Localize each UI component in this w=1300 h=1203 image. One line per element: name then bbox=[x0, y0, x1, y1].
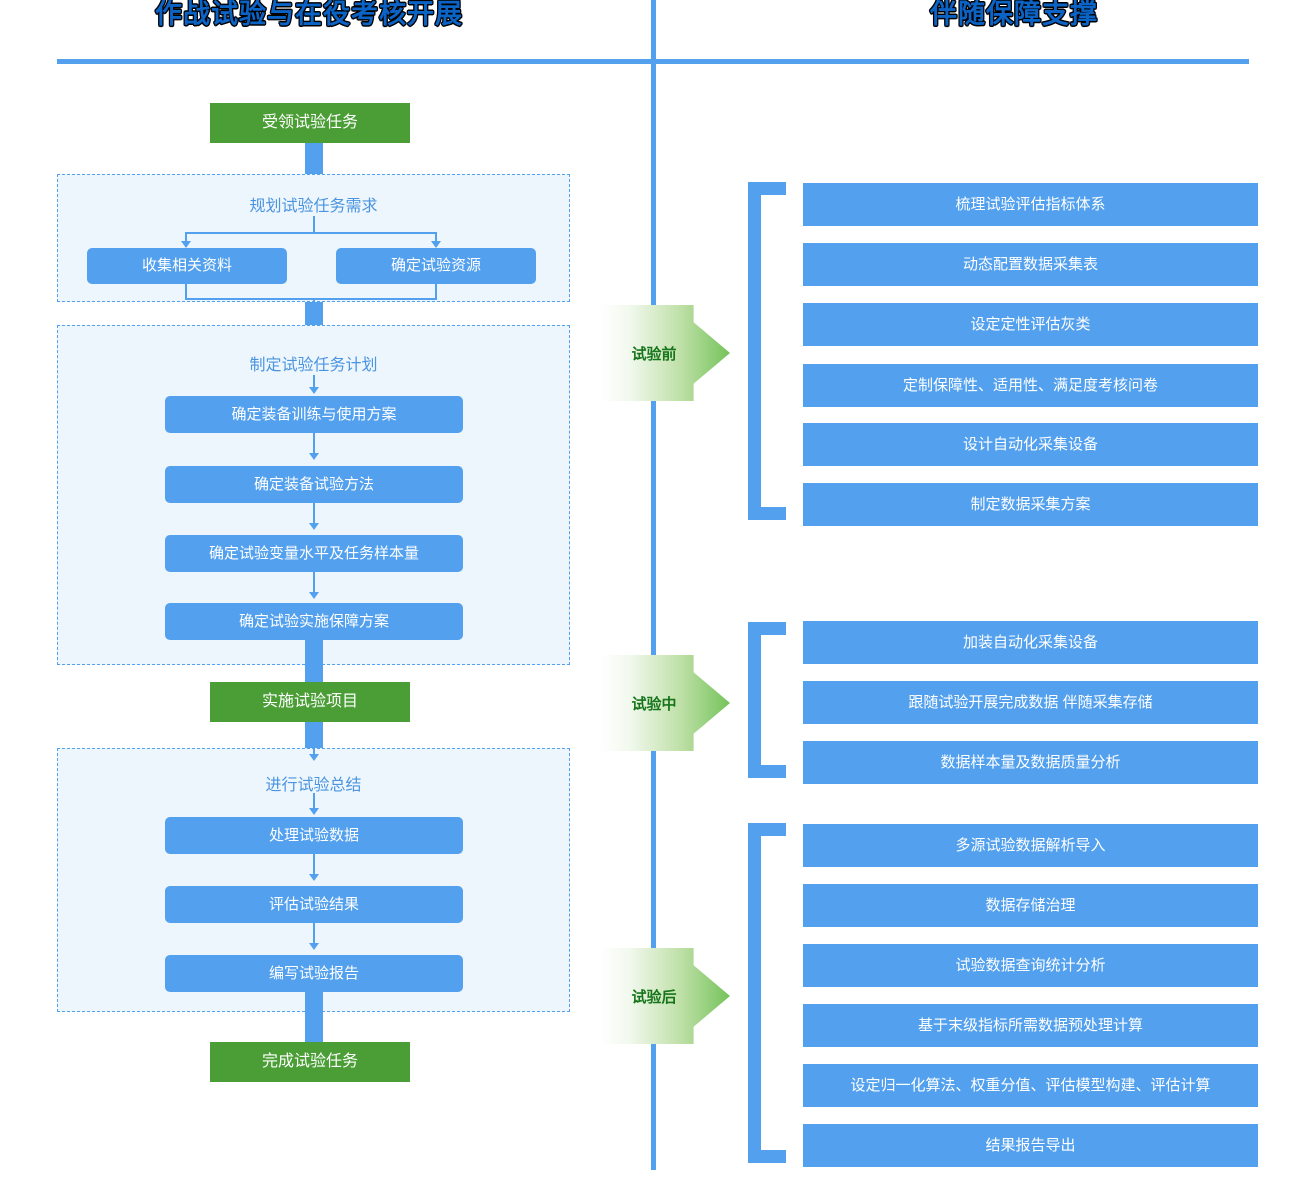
bracket-tab-top bbox=[748, 182, 786, 195]
connector-group3-to-end bbox=[305, 992, 323, 1042]
group-title-summary: 进行试验总结 bbox=[265, 777, 362, 794]
phase-label-before: 试验前 bbox=[631, 345, 677, 363]
left-start-box[interactable]: 受领试验任务 bbox=[210, 103, 410, 143]
left-exec-box[interactable]: 实施试验项目 bbox=[210, 682, 410, 722]
right-item-after-3[interactable]: 试验数据查询统计分析 bbox=[803, 944, 1258, 987]
right-item-before-1[interactable]: 梳理试验评估指标体系 bbox=[803, 183, 1258, 226]
connector-group1-to-group2 bbox=[305, 302, 323, 328]
split-line-horizontal bbox=[185, 232, 435, 234]
left-end-box[interactable]: 完成试验任务 bbox=[210, 1042, 410, 1082]
arrowhead-g3-3 bbox=[309, 943, 319, 950]
arrow-line-g2-4 bbox=[313, 572, 315, 594]
right-item-after-5[interactable]: 设定归一化算法、权重分值、评估模型构建、评估计算 bbox=[803, 1064, 1258, 1107]
step-equipment-test-method[interactable]: 确定装备试验方法 bbox=[165, 466, 463, 503]
split-branch-left bbox=[185, 232, 187, 244]
right-item-before-2[interactable]: 动态配置数据采集表 bbox=[803, 243, 1258, 286]
bracket-stem bbox=[748, 622, 761, 778]
right-item-during-2[interactable]: 跟随试验开展完成数据 伴随采集存储 bbox=[803, 681, 1258, 724]
step-variable-levels-sample[interactable]: 确定试验变量水平及任务样本量 bbox=[165, 535, 463, 572]
bracket-tab-bottom bbox=[748, 507, 786, 520]
bracket-tab-bottom bbox=[748, 1150, 786, 1163]
phase-chevron-after: 试验后 bbox=[600, 948, 730, 1044]
step-evaluate-results[interactable]: 评估试验结果 bbox=[165, 886, 463, 923]
arrow-line-g2-3 bbox=[313, 503, 315, 525]
step-confirm-resources[interactable]: 确定试验资源 bbox=[336, 248, 536, 284]
right-item-after-6[interactable]: 结果报告导出 bbox=[803, 1124, 1258, 1167]
bracket-tab-top bbox=[748, 823, 786, 836]
arrowhead-g2-2 bbox=[309, 453, 319, 460]
bracket-tab-bottom bbox=[748, 765, 786, 778]
connector-group2-to-exec bbox=[305, 640, 323, 682]
step-collect-materials[interactable]: 收集相关资料 bbox=[87, 248, 287, 284]
step-support-scheme[interactable]: 确定试验实施保障方案 bbox=[165, 603, 463, 640]
phase-chevron-during: 试验中 bbox=[600, 655, 730, 751]
arrowhead-g2-1 bbox=[309, 387, 319, 394]
arrow-line-g3-3 bbox=[313, 923, 315, 945]
step-equipment-training-plan[interactable]: 确定装备训练与使用方案 bbox=[165, 396, 463, 433]
arrowhead-g3-0 bbox=[309, 754, 319, 761]
right-item-before-3[interactable]: 设定定性评估灰类 bbox=[803, 303, 1258, 346]
phase-bracket-during bbox=[748, 622, 786, 778]
arrowhead-g2-3 bbox=[309, 523, 319, 530]
arrow-line-g3-2 bbox=[313, 854, 315, 876]
right-item-before-4[interactable]: 定制保障性、适用性、满足度考核问卷 bbox=[803, 364, 1258, 407]
right-item-during-1[interactable]: 加装自动化采集设备 bbox=[803, 621, 1258, 664]
phase-bracket-after bbox=[748, 823, 786, 1163]
bracket-stem bbox=[748, 182, 761, 520]
arrowhead-to-resource bbox=[431, 241, 441, 248]
right-section-title: 伴随保障支撑 bbox=[930, 0, 1098, 29]
arrowhead-g3-2 bbox=[309, 874, 319, 881]
right-item-after-2[interactable]: 数据存储治理 bbox=[803, 884, 1258, 927]
bracket-stem bbox=[748, 823, 761, 1163]
right-item-during-3[interactable]: 数据样本量及数据质量分析 bbox=[803, 741, 1258, 784]
connector-start-to-group1 bbox=[305, 143, 323, 176]
step-write-report[interactable]: 编写试验报告 bbox=[165, 955, 463, 992]
phase-bracket-before bbox=[748, 182, 786, 520]
arrowhead-g2-4 bbox=[309, 592, 319, 599]
right-item-before-5[interactable]: 设计自动化采集设备 bbox=[803, 423, 1258, 466]
merge-branch-left bbox=[185, 284, 187, 300]
group-title-plan-making: 制定试验任务计划 bbox=[249, 357, 378, 374]
column-divider-vertical bbox=[651, 0, 656, 1170]
arrow-line-g3-0 bbox=[313, 742, 315, 756]
arrow-line-g2-title bbox=[313, 375, 315, 389]
phase-label-during: 试验中 bbox=[631, 695, 677, 713]
left-section-title: 作战试验与在役考核开展 bbox=[155, 0, 463, 29]
group-title-planning: 规划试验任务需求 bbox=[249, 198, 378, 215]
phase-chevron-before: 试验前 bbox=[600, 305, 730, 401]
right-item-after-1[interactable]: 多源试验数据解析导入 bbox=[803, 824, 1258, 867]
arrowhead-to-collect bbox=[181, 241, 191, 248]
right-item-before-6[interactable]: 制定数据采集方案 bbox=[803, 483, 1258, 526]
bracket-tab-top bbox=[748, 622, 786, 635]
arrow-line-g3-1 bbox=[313, 793, 315, 809]
connector-exec-to-group3 bbox=[305, 722, 323, 750]
phase-label-after: 试验后 bbox=[631, 988, 677, 1006]
step-process-test-data[interactable]: 处理试验数据 bbox=[165, 817, 463, 854]
arrowhead-g3-1 bbox=[309, 808, 319, 815]
arrow-line-g2-2 bbox=[313, 433, 315, 455]
merge-line-horizontal bbox=[185, 298, 437, 300]
split-line-vertical bbox=[313, 216, 315, 234]
merge-branch-right bbox=[435, 284, 437, 300]
split-branch-right bbox=[435, 232, 437, 244]
right-item-after-4[interactable]: 基于末级指标所需数据预处理计算 bbox=[803, 1004, 1258, 1047]
